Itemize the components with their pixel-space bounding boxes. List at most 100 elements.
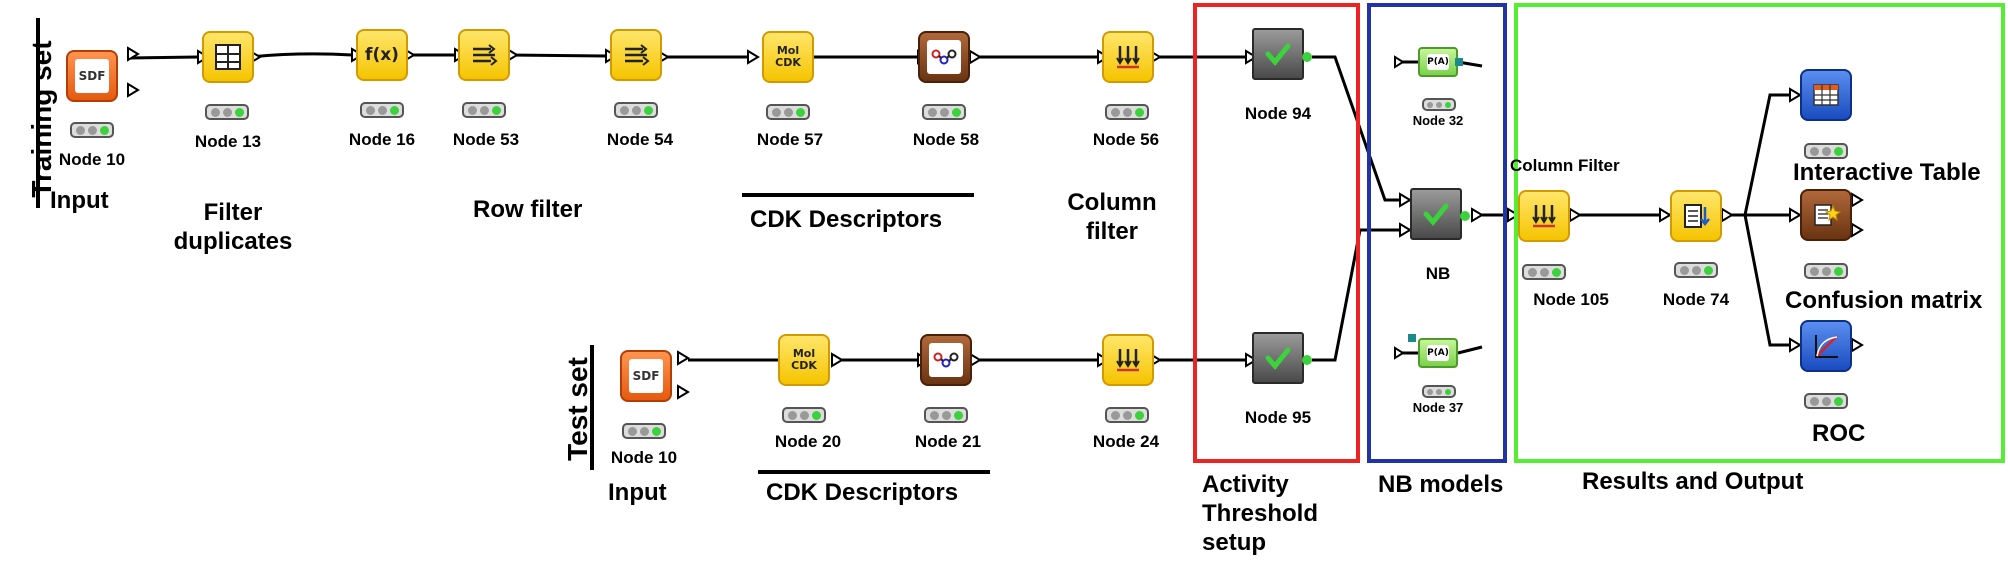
column-filter-icon [1104, 336, 1152, 384]
results-output-caption: Results and Output [1582, 468, 1804, 495]
duplicate-filter-node[interactable] [202, 31, 254, 83]
pa-icon: P(A) [1420, 340, 1456, 366]
node-label: Node 57 [756, 130, 824, 149]
node-label: Node 105 [1533, 290, 1609, 309]
threshold-node[interactable] [1252, 332, 1304, 384]
confusion-matrix-caption: Confusion matrix [1785, 287, 1983, 314]
node-status-indicator [782, 407, 826, 423]
column-filter-node[interactable] [1518, 190, 1570, 242]
test-set-divider [590, 345, 594, 470]
node-status-indicator [1105, 407, 1149, 423]
node-label: Node 37 [1412, 400, 1464, 415]
row-filter-node[interactable] [458, 29, 510, 81]
node-status-indicator [360, 102, 404, 118]
node-label: Node 95 [1244, 408, 1312, 427]
interactive-table-node[interactable] [1800, 69, 1852, 121]
row-filter-caption: Row filter [473, 196, 583, 223]
pa-icon: P(A) [1420, 49, 1456, 75]
nb-models-box [1367, 3, 1507, 463]
training-set-divider [36, 18, 40, 208]
molecule-icon [922, 336, 970, 384]
threshold-node[interactable] [1252, 28, 1304, 80]
node-status-indicator [1105, 104, 1149, 120]
nb-learner-node[interactable]: P(A) [1418, 47, 1458, 77]
node-status-indicator [1804, 393, 1848, 409]
cdk-descriptors-caption: CDK Descriptors [750, 206, 943, 233]
sdf-icon: SDF [622, 352, 670, 400]
node-label: Node 54 [606, 130, 674, 149]
interactive-table-caption: Interactive Table [1793, 159, 1981, 186]
port-status-dot [1460, 211, 1470, 221]
port-status-dot [1302, 355, 1312, 365]
node-label: Node 94 [1244, 104, 1312, 123]
roc-caption: ROC [1812, 420, 1866, 447]
node-label: Node 16 [348, 130, 416, 149]
roc-chart-icon [1802, 322, 1850, 370]
molecule-converter-node[interactable] [920, 334, 972, 386]
node-status-indicator [1422, 385, 1456, 398]
fx-icon: f(x) [365, 45, 399, 65]
check-icon [1254, 30, 1302, 78]
port-status-dot [1302, 52, 1312, 62]
node-label: Node 24 [1092, 432, 1160, 451]
sdf-reader-node[interactable]: SDF [66, 50, 118, 102]
node-status-indicator [70, 122, 114, 138]
cdk-descriptors-caption: CDK Descriptors [766, 479, 959, 506]
cdk-descriptors-underline [758, 470, 990, 474]
node-label: Node 10 [58, 150, 126, 169]
column-sorter-node[interactable] [1670, 190, 1722, 242]
input-caption: Input [608, 479, 667, 506]
nb-learner-node[interactable]: P(A) [1418, 338, 1458, 368]
node-status-indicator [1674, 262, 1718, 278]
nb-predictor-node[interactable] [1410, 188, 1462, 240]
column-filter-node[interactable] [1102, 31, 1154, 83]
results-output-box [1514, 3, 2005, 463]
node-label: Node 58 [912, 130, 980, 149]
sdf-reader-node[interactable]: SDF [620, 350, 672, 402]
node-label: NB [1425, 264, 1451, 283]
roc-curve-node[interactable] [1800, 320, 1852, 372]
node-label: Node 56 [1092, 130, 1160, 149]
table-icon [1802, 71, 1850, 119]
node-status-indicator [1422, 98, 1456, 111]
model-port [1408, 334, 1416, 342]
column-filter-icon [1520, 192, 1568, 240]
node-label: Node 10 [610, 448, 678, 467]
scorer-node[interactable] [1800, 189, 1852, 241]
math-formula-node[interactable]: f(x) [356, 29, 408, 81]
node-status-indicator [1804, 263, 1848, 279]
column-filter-icon [1104, 33, 1152, 81]
check-icon [1254, 334, 1302, 382]
check-icon [1412, 190, 1460, 238]
node-label: Node 74 [1662, 290, 1730, 309]
scorer-icon [1802, 191, 1850, 239]
row-filter-node[interactable] [610, 29, 662, 81]
table-grid-icon [204, 33, 252, 81]
row-filter-icon [460, 31, 508, 79]
molecule-icon [920, 33, 968, 81]
document-sort-icon [1672, 192, 1720, 240]
activity-threshold-box [1193, 3, 1360, 463]
model-port [1455, 58, 1463, 66]
node-status-indicator [462, 102, 506, 118]
node-status-indicator [622, 423, 666, 439]
row-filter-icon [612, 31, 660, 79]
sdf-icon: SDF [68, 52, 116, 100]
node-status-indicator [614, 102, 658, 118]
nb-models-caption: NB models [1378, 471, 1504, 498]
column-filter-node[interactable] [1102, 334, 1154, 386]
node-label: Node 21 [914, 432, 982, 451]
molecule-converter-node[interactable] [918, 31, 970, 83]
column-filter-label: Column Filter [1510, 156, 1620, 175]
node-status-indicator [922, 104, 966, 120]
node-status-indicator [766, 104, 810, 120]
node-status-indicator [205, 104, 249, 120]
node-label: Node 20 [774, 432, 842, 451]
